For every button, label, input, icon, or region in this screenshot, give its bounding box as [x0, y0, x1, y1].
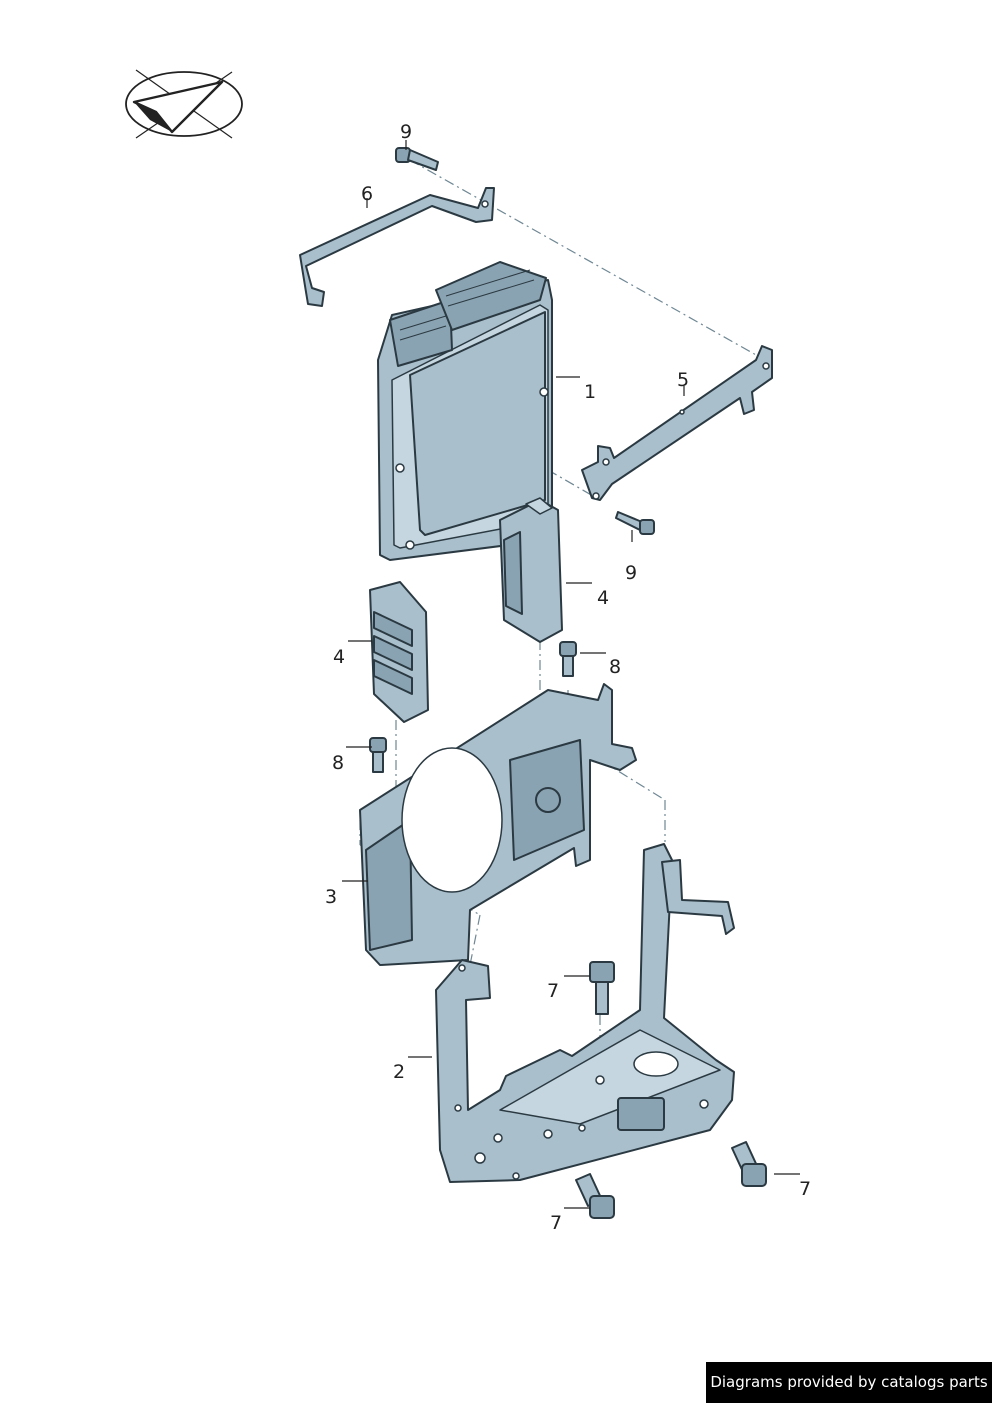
direction-arrow-icon [125, 69, 243, 139]
part-2-base-bracket[interactable] [435, 843, 735, 1183]
callout-3: 3 [325, 886, 337, 908]
callout-5: 5 [677, 369, 689, 391]
part-9-screw-mid[interactable] [615, 511, 655, 535]
callout-4-left: 4 [333, 646, 345, 668]
callout-7-bottom: 7 [550, 1212, 562, 1234]
callout-8-left: 8 [332, 752, 344, 774]
callout-4-right: 4 [597, 587, 609, 609]
leader-lines [342, 140, 800, 1209]
part-9-screw-top[interactable] [395, 147, 439, 171]
credit-text: Diagrams provided by catalogs parts [710, 1373, 988, 1391]
connector-pins [399, 269, 535, 341]
part-7-screw-right[interactable] [731, 1141, 767, 1187]
part-3-carrier[interactable] [359, 683, 637, 966]
callout-9-mid: 9 [625, 562, 637, 584]
part-8-screw-right[interactable] [559, 641, 577, 677]
part-5-bracket[interactable] [581, 345, 773, 501]
part-8-screw-left[interactable] [369, 737, 387, 773]
part-7-screw-bottom[interactable] [575, 1173, 615, 1219]
part-1-control-unit[interactable] [377, 261, 553, 561]
callout-2: 2 [393, 1061, 405, 1083]
callout-1: 1 [584, 381, 596, 403]
part-4-holder-right[interactable] [499, 497, 563, 643]
callout-8-right: 8 [609, 656, 621, 678]
callout-7-mid: 7 [547, 980, 559, 1002]
catalog-credit-banner: Diagrams provided by catalogs parts [706, 1362, 992, 1403]
part-4-holder-left[interactable] [369, 581, 429, 723]
part-7-screw-mid[interactable] [589, 961, 615, 1015]
callout-6: 6 [361, 183, 373, 205]
callout-labels: 9 6 1 5 9 4 4 8 8 3 7 2 7 7 [325, 121, 811, 1234]
callout-7-right: 7 [799, 1178, 811, 1200]
callout-9-top: 9 [400, 121, 412, 143]
part-6-bracket[interactable] [299, 187, 495, 307]
